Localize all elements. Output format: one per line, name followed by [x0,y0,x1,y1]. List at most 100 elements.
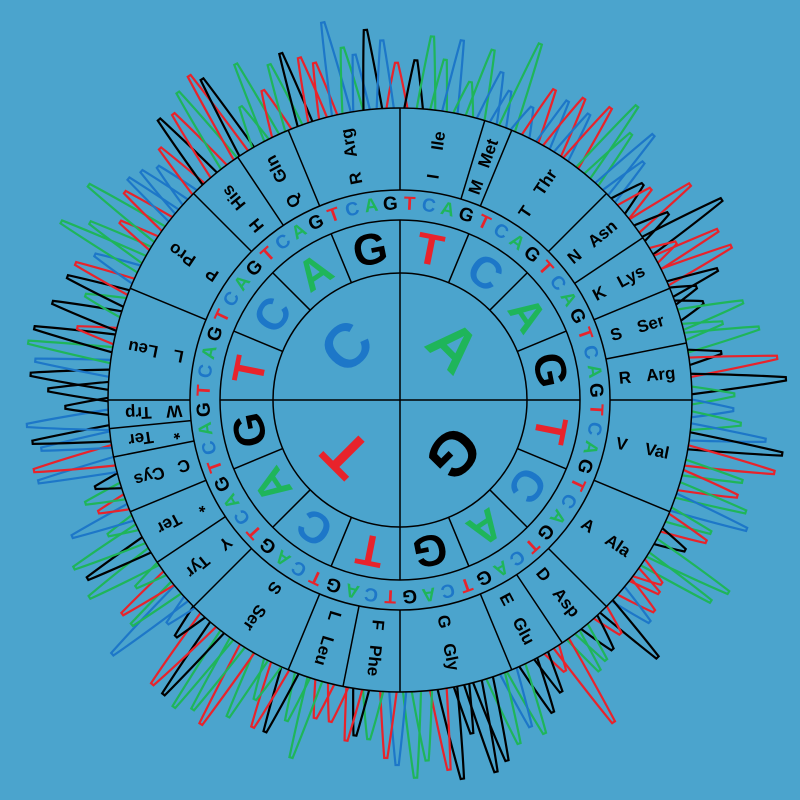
chromatogram-peak [33,357,111,378]
chromatogram-peak [684,444,776,476]
chromatogram-peak [126,176,180,223]
chromatogram-peak [677,468,740,499]
third-base-letter: G [203,323,228,344]
chromatogram-peak [225,652,269,719]
amino-acid-divider [109,419,192,430]
third-base-letter: T [585,403,607,416]
amino-acid-three-letter: Phe [363,644,385,677]
chromatogram-peak [119,570,175,617]
amino-acid-divider [516,574,563,644]
chromatogram-peak [583,131,634,187]
third-base-letter: T [384,585,397,607]
amino-acid-divider [574,237,644,284]
chromatogram-peak [436,686,466,781]
second-base-divider [489,272,528,311]
amino-acid-divider [342,605,360,687]
chromatogram-peak [170,111,228,179]
amino-acid-divider [547,192,608,253]
amino-acid-divider [287,593,321,671]
chromatogram-peak [106,514,139,538]
amino-acid-divider [460,120,486,200]
chromatogram-peak [472,676,510,763]
chromatogram-peak [669,284,699,306]
third-base-letter: C [343,198,362,222]
chromatogram-peak [385,61,409,109]
chromatogram-peak [533,651,564,694]
chromatogram-peak [189,636,246,712]
chromatogram-peak [160,621,225,697]
chromatogram-peak [641,196,724,256]
second-base-divider [517,447,567,470]
chromatogram-peak [47,380,109,403]
chromatogram-peak [498,42,544,132]
chromatogram-peak [288,676,324,760]
third-base-letter: A [420,582,437,605]
second-base-divider [233,447,283,470]
amino-acid-divider [593,479,671,513]
chromatogram-peak [339,46,365,114]
amino-acid-three-letter: Ter [127,427,155,450]
third-base-letter: A [363,195,380,218]
amino-acid-one-letter: R [618,368,632,388]
chromatogram-peak [415,35,437,111]
chromatogram-peak [149,612,217,687]
second-base-divider [272,489,311,528]
chromatogram-peak [669,492,749,533]
chromatogram-peak [401,691,423,779]
chromatogram-peak [186,73,249,161]
chromatogram-peak [388,691,408,767]
third-base-letter: A [578,438,602,457]
second-base-divider [447,517,470,567]
chromatogram-peak [552,637,617,725]
amino-acid-divider [479,593,513,671]
chromatogram-peak [410,690,434,762]
chromatogram-peak [463,680,499,774]
amino-acid-divider [605,342,687,360]
second-base-divider [272,272,311,311]
third-base-letter: G [193,402,215,418]
amino-acid-one-letter: F [368,619,388,631]
chromatogram-peak [296,56,329,123]
chromatogram-peak [660,243,734,287]
chromatogram-peak [71,523,146,571]
third-base-letter: A [343,578,362,602]
amino-acid-one-letter: R [345,170,366,186]
chromatogram-peak [86,182,166,244]
chromatogram-peak [452,80,475,118]
chromatogram-peak [691,398,735,419]
chromatogram-peak [687,348,723,367]
chromatogram-peak [260,88,293,138]
third-base-letter: T [403,193,416,215]
amino-acid-one-letter: C [175,455,192,477]
chromatogram-peak [87,547,160,601]
third-base-letter: G [323,572,344,597]
chromatogram-peak [649,240,679,264]
chromatogram-peak [312,679,336,720]
amino-acid-divider [192,547,253,608]
amino-acid-three-letter: Trp [125,403,152,423]
chromatogram-peak [566,629,603,673]
chromatogram-peak [562,105,614,170]
chromatogram-peak [319,20,352,117]
chromatogram-peak [173,605,206,639]
chromatogram-peak [73,260,135,296]
third-base-letter: T [193,384,215,397]
chromatogram-peak [665,506,713,536]
third-base-letter: A [195,420,218,437]
amino-acid-divider [237,156,284,226]
amino-acid-three-letter: Arg [645,363,676,385]
chromatogram-peak [165,595,196,626]
chromatogram-peak [553,112,592,162]
third-base-letter: C [438,578,457,602]
chromatogram-peak [343,686,364,743]
chromatogram-peak [93,472,122,491]
amino-acid-divider [129,287,207,321]
chromatogram-peak [156,117,218,186]
chromatogram-peak [70,503,135,540]
chromatogram-peak [509,105,535,139]
chromatogram-peak [157,145,206,196]
chromatogram-peak [674,299,705,322]
third-base-letter: C [363,582,380,605]
chromatogram-peak [640,551,714,605]
